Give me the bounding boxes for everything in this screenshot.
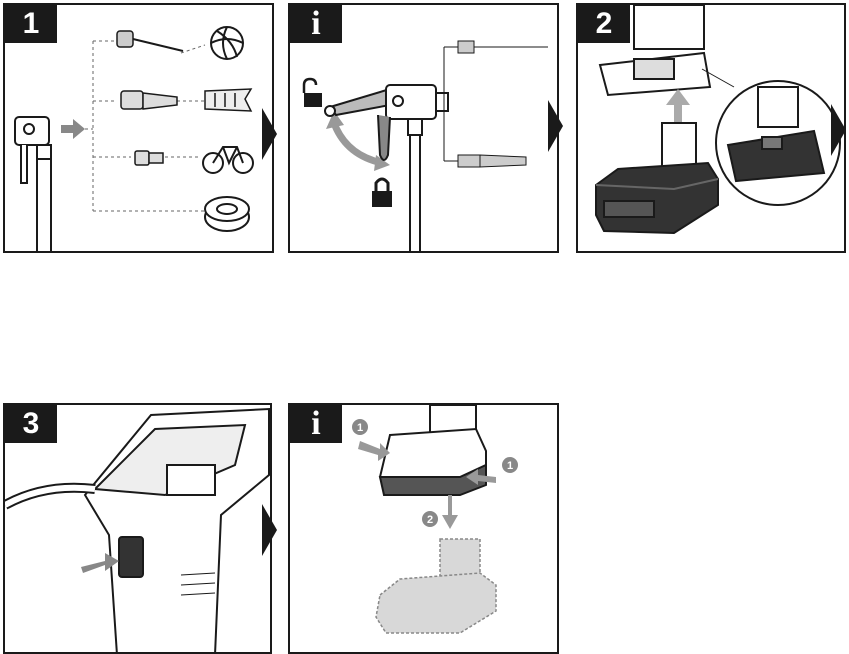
pump-body-icon [600, 5, 710, 95]
battery-icon [596, 123, 718, 233]
ball-icon [211, 27, 243, 59]
needle-small-icon [458, 41, 548, 53]
next-arrow-1 [262, 108, 277, 160]
magnifier-circle [716, 81, 840, 205]
info-panel-battery-removal: i 1 1 2 [288, 403, 559, 654]
pump-base-icon [380, 405, 486, 495]
cone-small-icon [458, 155, 526, 167]
adapter-illustration [5, 5, 274, 253]
step-1-panel: 1 [3, 3, 274, 253]
pump-handle-icon [5, 409, 269, 654]
step-2-panel: 2 [576, 3, 846, 253]
power-button-illustration [5, 405, 272, 654]
svg-text:1: 1 [507, 460, 513, 472]
pump-head-icon [15, 117, 51, 253]
power-switch-icon [119, 537, 143, 577]
callout-1-right: 1 [502, 457, 518, 473]
bicycle-icon [203, 147, 253, 173]
callout-2: 2 [422, 511, 438, 527]
callout-1-left: 1 [352, 419, 368, 435]
cone-adapter-icon [121, 91, 177, 109]
info-panel-lever: i [288, 3, 559, 253]
needle-adapter-icon [117, 31, 183, 51]
svg-text:1: 1 [357, 422, 363, 434]
next-arrow-3 [831, 104, 846, 156]
unlock-icon [304, 79, 322, 107]
step-3-panel: 3 [3, 403, 272, 654]
down-arrow-icon [442, 495, 458, 529]
valve-adapter-icon [135, 151, 163, 165]
lever-illustration [290, 5, 559, 253]
svg-text:2: 2 [427, 514, 433, 526]
next-arrow-4 [262, 504, 277, 556]
battery-install-illustration [578, 5, 846, 253]
tire-icon [205, 197, 249, 231]
inflatable-icon [205, 89, 251, 111]
battery-ghost-icon [376, 539, 496, 633]
next-arrow-2 [548, 100, 563, 152]
lock-icon [372, 179, 392, 207]
battery-removal-illustration: 1 1 2 [290, 405, 559, 654]
